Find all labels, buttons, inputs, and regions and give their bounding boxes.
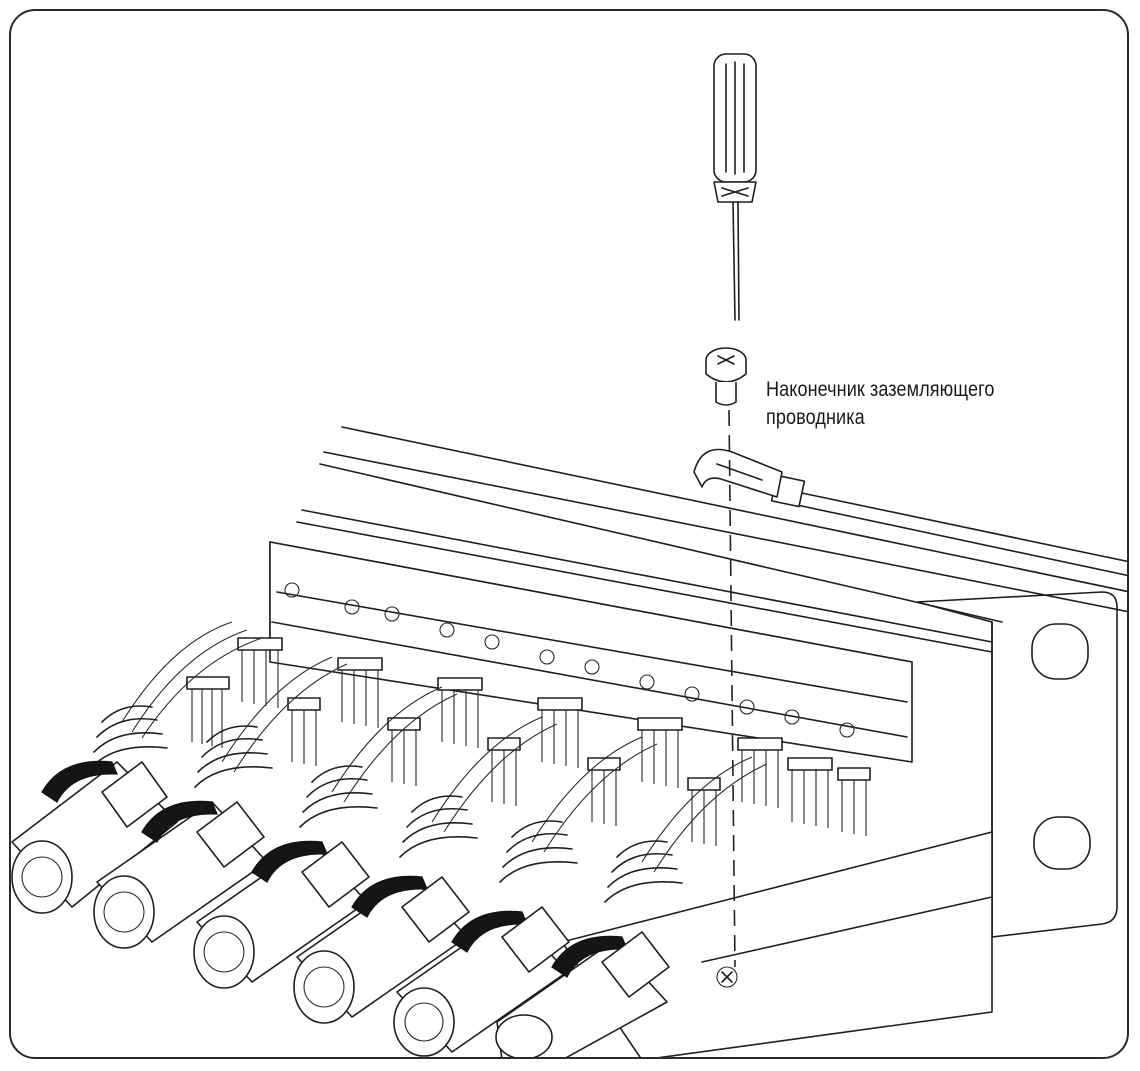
ground-lug-callout: Наконечник заземляющего проводника	[766, 376, 994, 432]
jack-module	[269, 541, 913, 763]
cable-1	[11, 621, 263, 914]
diagram-frame: Наконечник заземляющего проводника	[9, 9, 1129, 1059]
cable-2	[93, 656, 348, 949]
screwdriver-icon	[713, 53, 757, 321]
idc-terminals	[186, 637, 871, 846]
cable-6	[495, 756, 768, 1057]
cable-bundles	[11, 621, 768, 1057]
screw-icon	[705, 347, 747, 406]
patch-panel-grounding-illustration	[11, 53, 1127, 1057]
callout-line-2: проводника	[766, 406, 865, 429]
spade-lug-icon	[693, 448, 783, 498]
ground-wire	[770, 474, 1127, 577]
callout-line-1: Наконечник заземляющего	[766, 378, 995, 401]
cable-4	[293, 716, 558, 1024]
support-plate	[561, 831, 993, 1057]
alignment-line	[728, 409, 736, 968]
rack-ear	[916, 591, 1118, 938]
cable-3	[193, 686, 458, 989]
cable-5	[393, 736, 658, 1057]
